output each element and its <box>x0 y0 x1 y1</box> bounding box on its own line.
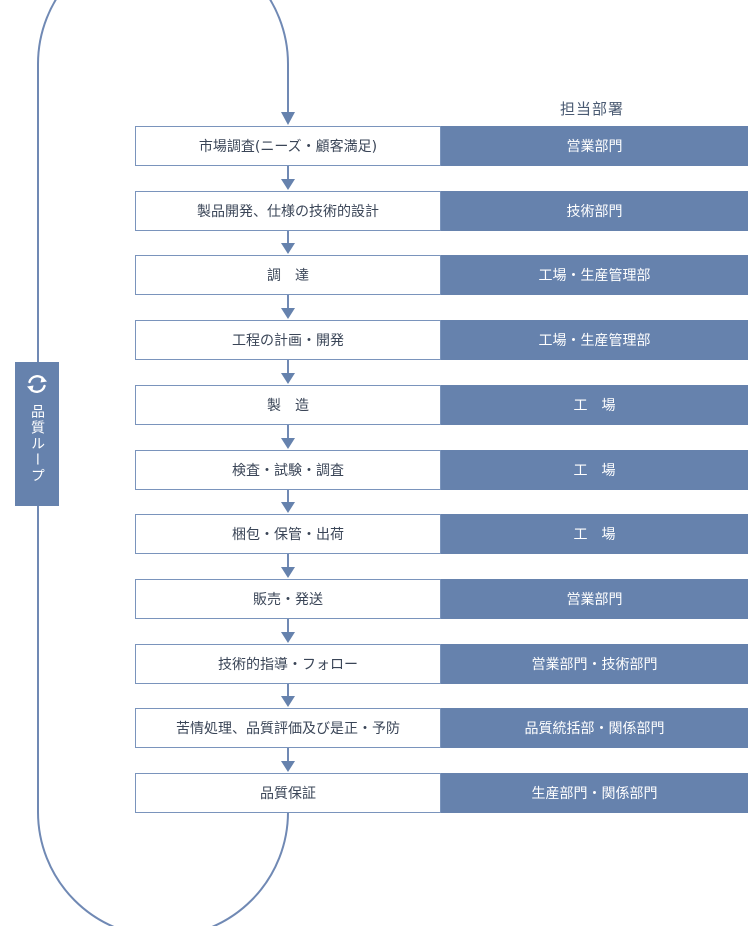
responsible-department: 工 場 <box>441 385 748 425</box>
process-step: 製 造 <box>135 385 441 425</box>
quality-loop-label: 品質ループ <box>29 404 45 484</box>
connector-arrow <box>281 179 295 190</box>
process-step: 販売・発送 <box>135 579 441 619</box>
process-step: 工程の計画・開発 <box>135 320 441 360</box>
refresh-icon <box>27 375 47 393</box>
process-step: 市場調査(ニーズ・顧客満足) <box>135 126 441 166</box>
responsible-department: 工 場 <box>441 450 748 490</box>
connector-arrow <box>281 567 295 578</box>
process-step: 苦情処理、品質評価及び是正・予防 <box>135 708 441 748</box>
responsible-department: 工場・生産管理部 <box>441 255 748 295</box>
connector-arrow <box>281 696 295 707</box>
loop-entry-arrow <box>281 112 295 125</box>
connector-arrow <box>281 632 295 643</box>
process-step: 検査・試験・調査 <box>135 450 441 490</box>
responsible-department: 工場・生産管理部 <box>441 320 748 360</box>
connector-arrow <box>281 373 295 384</box>
connector-arrow <box>281 438 295 449</box>
responsible-department: 技術部門 <box>441 191 748 231</box>
responsible-department: 工 場 <box>441 514 748 554</box>
responsible-department: 生産部門・関係部門 <box>441 773 748 813</box>
connector-arrow <box>281 502 295 513</box>
quality-loop-badge: 品質ループ <box>15 362 59 506</box>
process-step: 製品開発、仕様の技術的設計 <box>135 191 441 231</box>
connector-arrow <box>281 308 295 319</box>
process-step: 技術的指導・フォロー <box>135 644 441 684</box>
connector-arrow <box>281 243 295 254</box>
responsible-department: 営業部門 <box>441 126 748 166</box>
responsible-department: 営業部門・技術部門 <box>441 644 748 684</box>
connector-arrow <box>281 761 295 772</box>
process-step: 梱包・保管・出荷 <box>135 514 441 554</box>
process-step: 品質保証 <box>135 773 441 813</box>
responsible-department: 営業部門 <box>441 579 748 619</box>
process-step: 調 達 <box>135 255 441 295</box>
responsible-department: 品質統括部・関係部門 <box>441 708 748 748</box>
department-header: 担当部署 <box>559 100 624 118</box>
